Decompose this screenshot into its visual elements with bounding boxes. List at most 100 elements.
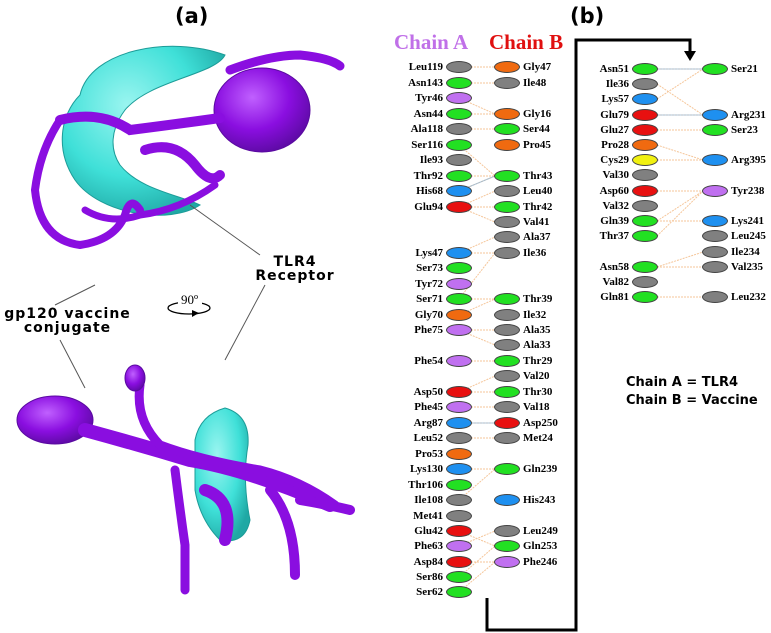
residue-ellipse-icon bbox=[494, 216, 520, 228]
residue-node: Arg87 bbox=[0, 416, 771, 430]
residue-label: Val20 bbox=[523, 370, 550, 382]
residue-ellipse-icon bbox=[446, 139, 472, 151]
residue-node: Cys29 bbox=[0, 153, 771, 167]
residue-ellipse-icon bbox=[494, 494, 520, 506]
residue-node: Val20 bbox=[0, 369, 771, 383]
residue-ellipse-icon bbox=[494, 108, 520, 120]
residue-node: Val82 bbox=[0, 275, 771, 289]
residue-node: Asp50 bbox=[0, 385, 771, 399]
residue-node: Ser86 bbox=[0, 570, 771, 584]
residue-label: Leu52 bbox=[413, 432, 443, 444]
residue-label: His243 bbox=[523, 494, 556, 506]
residue-label: Arg231 bbox=[731, 109, 766, 121]
residue-label: Gly70 bbox=[414, 309, 443, 321]
continuation-arrow-icon bbox=[684, 51, 696, 61]
residue-ellipse-icon bbox=[446, 571, 472, 583]
residue-node: Tyr46 bbox=[0, 91, 771, 105]
legend-chain-b: Chain B = Vaccine bbox=[626, 393, 758, 408]
residue-label: Lys47 bbox=[415, 247, 443, 259]
residue-label: His68 bbox=[416, 185, 443, 197]
residue-node: Tyr72 bbox=[0, 277, 771, 291]
residue-node: Phe246 bbox=[0, 555, 771, 569]
residue-label: Thr29 bbox=[523, 355, 553, 367]
residue-ellipse-icon bbox=[446, 556, 472, 568]
residue-ellipse-icon bbox=[494, 556, 520, 568]
residue-node: Asn143 bbox=[0, 76, 771, 90]
residue-ellipse-icon bbox=[632, 276, 658, 288]
residue-ellipse-icon bbox=[702, 246, 728, 258]
residue-label: Met41 bbox=[413, 510, 443, 522]
residue-ellipse-icon bbox=[702, 185, 728, 197]
residue-label: Leu232 bbox=[731, 291, 766, 303]
residue-label: Lys57 bbox=[601, 93, 629, 105]
residue-node: Gly70 bbox=[0, 308, 771, 322]
residue-ellipse-icon bbox=[494, 463, 520, 475]
residue-node: Lys130 bbox=[0, 462, 771, 476]
tlr4-receptor-label: TLR4 Receptor bbox=[255, 254, 335, 284]
residue-label: Glu94 bbox=[414, 201, 443, 213]
residue-node: Lys57 bbox=[0, 92, 771, 106]
residue-ellipse-icon bbox=[632, 139, 658, 151]
residue-ellipse-icon bbox=[494, 370, 520, 382]
residue-ellipse-icon bbox=[632, 78, 658, 90]
residue-label: Ser71 bbox=[416, 293, 443, 305]
residue-ellipse-icon bbox=[446, 77, 472, 89]
residue-node: Asn44 bbox=[0, 107, 771, 121]
residue-node: Lys47 bbox=[0, 246, 771, 260]
residue-label: Ser116 bbox=[411, 139, 443, 151]
residue-node: His243 bbox=[0, 493, 771, 507]
residue-ellipse-icon bbox=[632, 154, 658, 166]
residue-label: Thr106 bbox=[408, 479, 443, 491]
residue-label: Ser44 bbox=[523, 123, 550, 135]
residue-ellipse-icon bbox=[702, 109, 728, 121]
residue-label: Ile108 bbox=[414, 494, 443, 506]
residue-ellipse-icon bbox=[446, 510, 472, 522]
residue-ellipse-icon bbox=[494, 247, 520, 259]
residue-label: Thr42 bbox=[523, 201, 553, 213]
residue-node: His68 bbox=[0, 184, 771, 198]
residue-node: Met24 bbox=[0, 431, 771, 445]
residue-ellipse-icon bbox=[446, 293, 472, 305]
residue-node: Thr92 bbox=[0, 169, 771, 183]
residue-ellipse-icon bbox=[494, 386, 520, 398]
residue-label: Ile48 bbox=[523, 77, 547, 89]
chain-a-header: Chain A bbox=[394, 30, 469, 54]
residue-node: Lys241 bbox=[0, 214, 771, 228]
residue-ellipse-icon bbox=[446, 170, 472, 182]
residue-ellipse-icon bbox=[702, 154, 728, 166]
residue-node: Ser71 bbox=[0, 292, 771, 306]
chain-b-header: Chain B bbox=[489, 30, 564, 54]
residue-node: Ile93 bbox=[0, 153, 771, 167]
residue-node: Val18 bbox=[0, 400, 771, 414]
vaccine-leader-line-bottom bbox=[59, 339, 86, 389]
residue-ellipse-icon bbox=[446, 586, 472, 598]
residue-ellipse-icon bbox=[632, 169, 658, 181]
residue-node: Ser44 bbox=[0, 122, 771, 136]
residue-label: Tyr72 bbox=[415, 278, 443, 290]
chain-legend: Chain A = TLR4 Chain B = Vaccine bbox=[626, 374, 758, 410]
residue-ellipse-icon bbox=[446, 185, 472, 197]
residue-label: Asp84 bbox=[413, 556, 443, 568]
residue-label: Ser23 bbox=[731, 124, 758, 136]
residue-ellipse-icon bbox=[446, 154, 472, 166]
residue-node: Asp84 bbox=[0, 555, 771, 569]
residue-node: Thr37 bbox=[0, 229, 771, 243]
residue-ellipse-icon bbox=[446, 247, 472, 259]
residue-ellipse-icon bbox=[446, 417, 472, 429]
residue-ellipse-icon bbox=[632, 291, 658, 303]
residue-node: Ser73 bbox=[0, 261, 771, 275]
residue-node: Glu42 bbox=[0, 524, 771, 538]
residue-label: Arg87 bbox=[413, 417, 443, 429]
residue-label: Ala33 bbox=[523, 339, 551, 351]
residue-ellipse-icon bbox=[494, 525, 520, 537]
residue-label: Pro28 bbox=[601, 139, 629, 151]
residue-label: Phe246 bbox=[523, 556, 558, 568]
residue-node: Pro45 bbox=[0, 138, 771, 152]
residue-label: Gln239 bbox=[523, 463, 558, 475]
rotate-90-icon bbox=[167, 296, 211, 317]
residue-ellipse-icon bbox=[446, 494, 472, 506]
residue-label: Glu79 bbox=[600, 109, 629, 121]
tlr4-leader-line-bottom bbox=[224, 284, 266, 361]
residue-label: Asp50 bbox=[413, 386, 443, 398]
residue-node: Leu249 bbox=[0, 524, 771, 538]
